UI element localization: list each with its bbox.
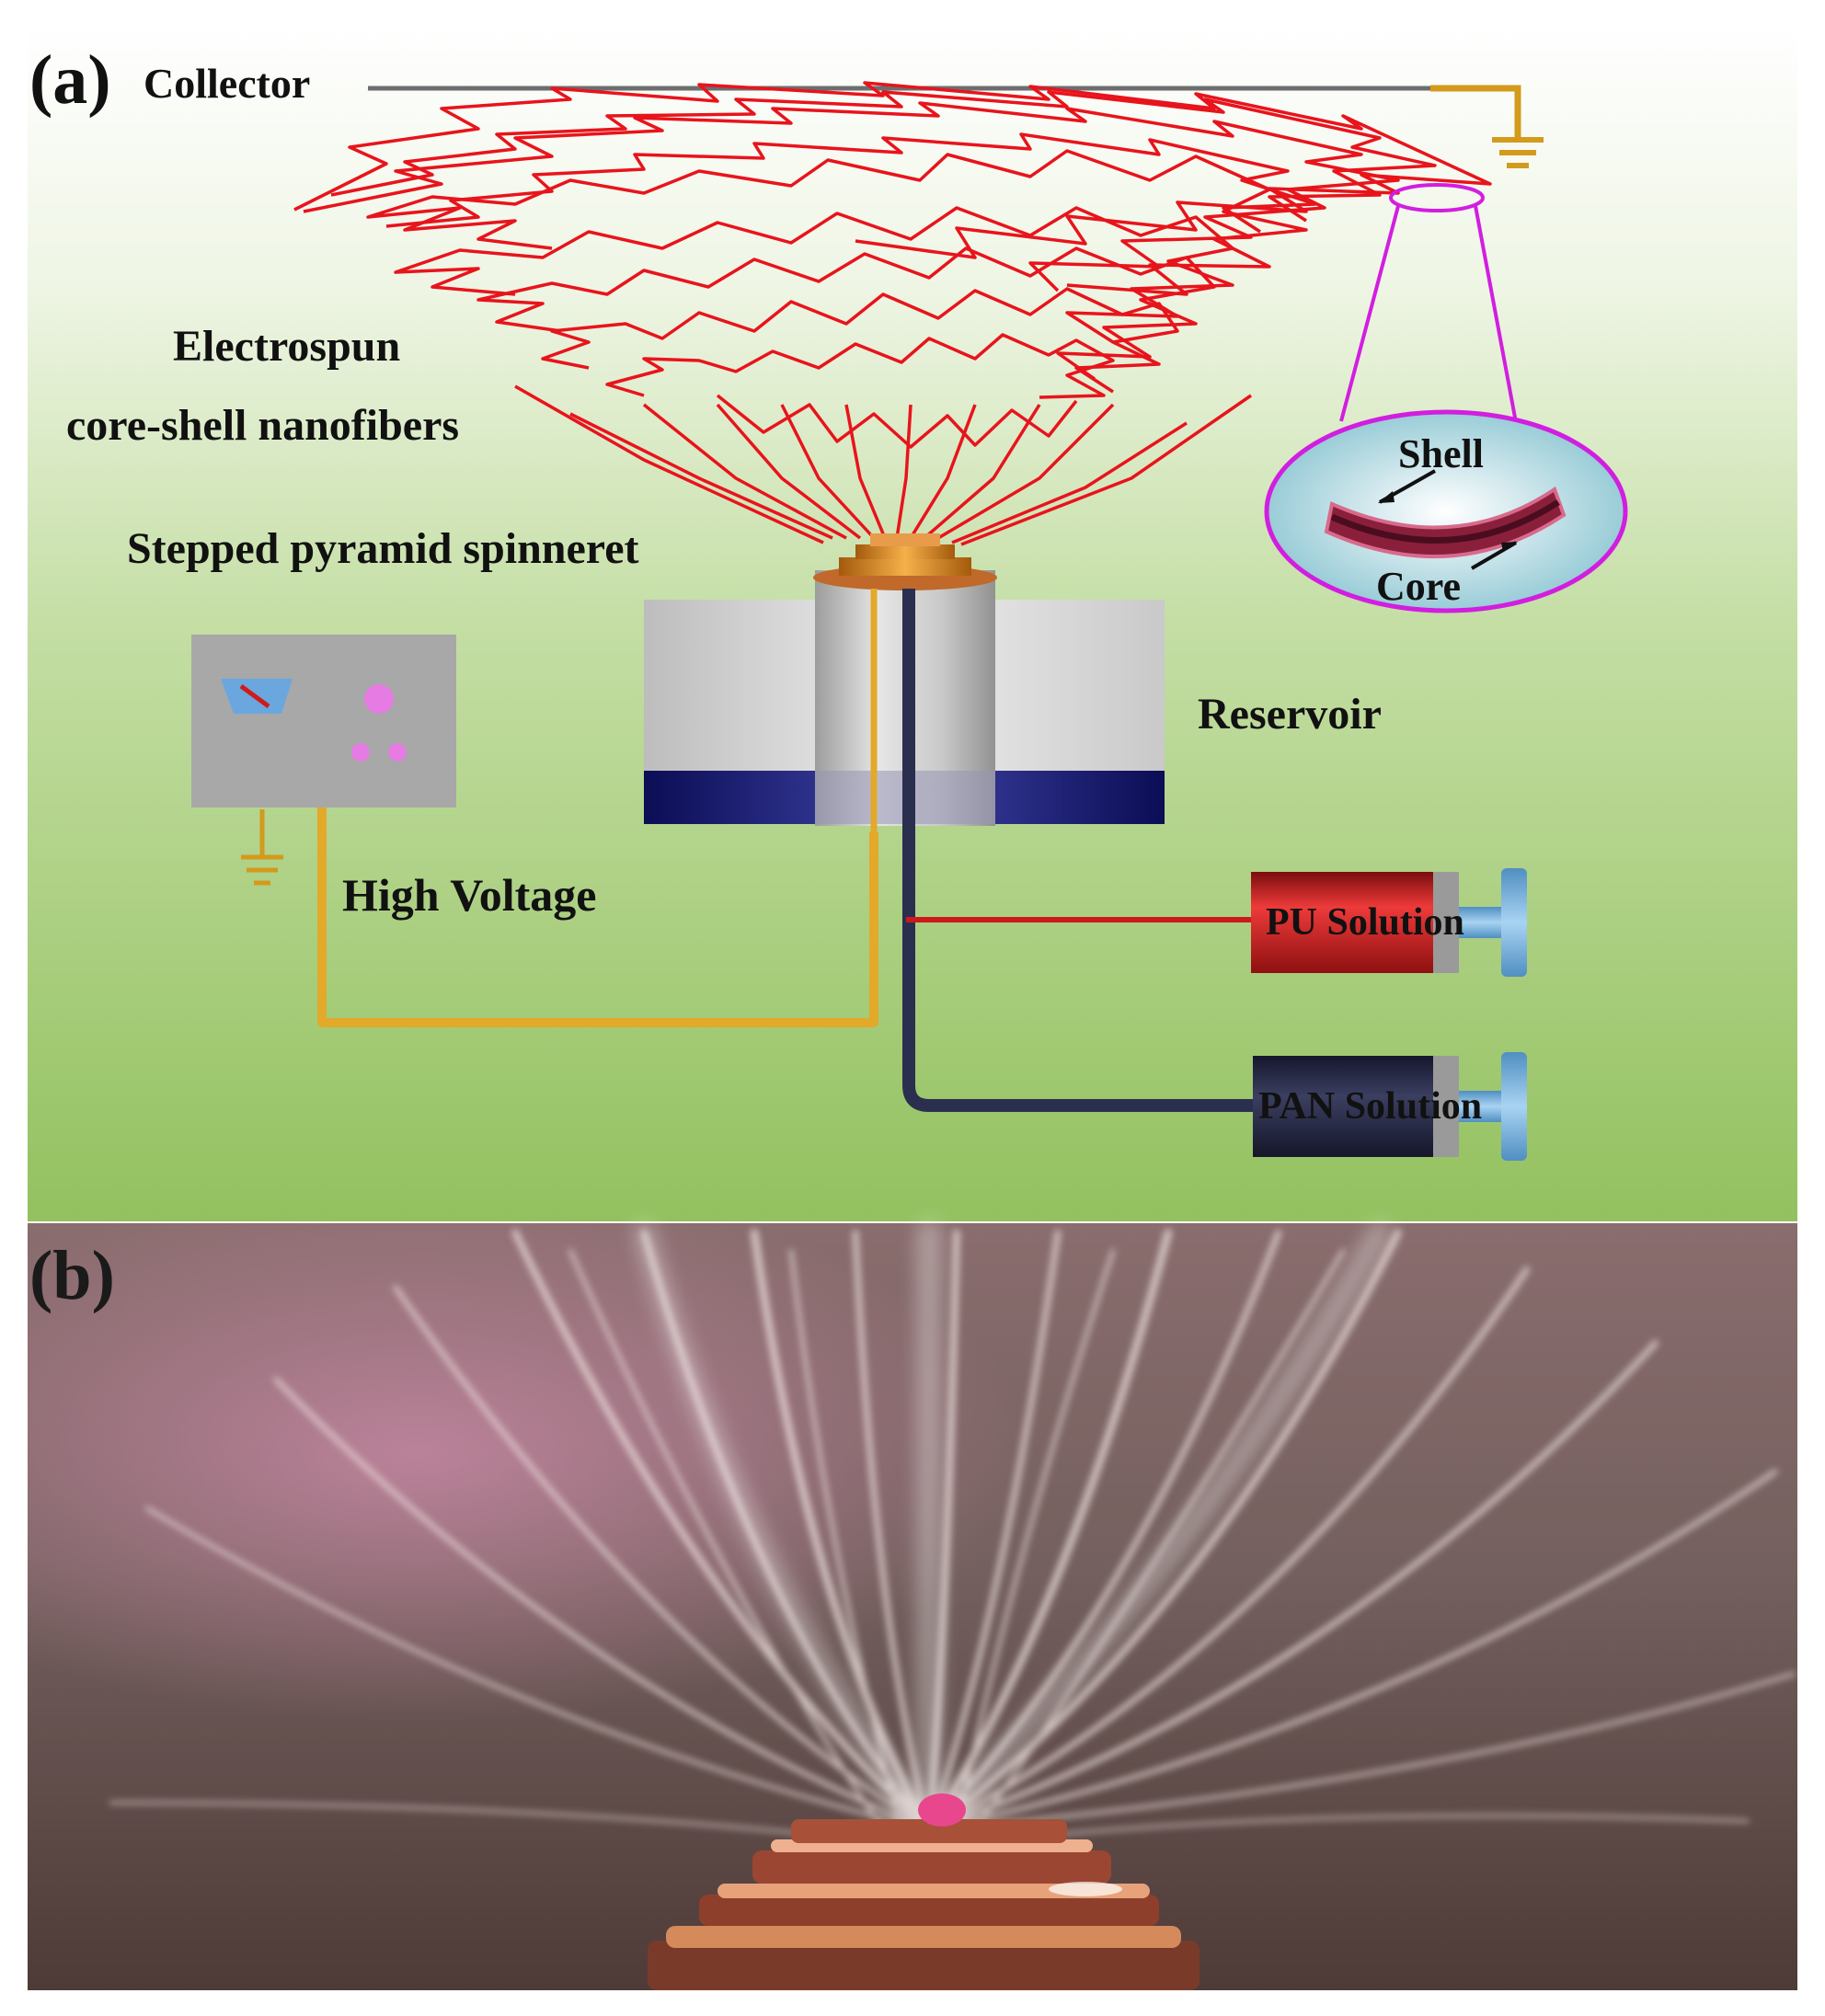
core-label: Core — [1376, 564, 1461, 609]
stepped-pyramid-spinneret — [813, 533, 997, 590]
electrospun-label-line1: Electrospun — [173, 322, 400, 371]
ground-symbol-icon — [1492, 137, 1544, 168]
high-voltage-label: High Voltage — [342, 869, 596, 921]
power-knob-icon — [351, 684, 407, 762]
pu-syringe — [1251, 868, 1527, 977]
core-shell-zoom-callout: Shell Core — [1264, 183, 1628, 613]
panel-b-label: (b) — [29, 1237, 115, 1314]
reservoir-label: Reservoir — [1198, 690, 1382, 739]
pan-syringe — [1253, 1052, 1527, 1161]
spinneret-label: Stepped pyramid spinneret — [127, 524, 639, 573]
panel-a-label: (a) — [29, 41, 111, 119]
supply-ground-icon — [241, 809, 283, 886]
high-voltage-supply — [191, 635, 456, 808]
pan-feed-line — [902, 1084, 1253, 1112]
spinneret-photo — [648, 1793, 1199, 1990]
panel-a: Shell Core — [28, 26, 1797, 1221]
pan-solution-label: PAN Solution — [1258, 1085, 1482, 1128]
panel-b: (b) — [28, 1220, 1797, 1990]
shell-fiber-segment — [1324, 486, 1567, 558]
electrospun-label-line2: core-shell nanofibers — [66, 401, 459, 450]
collector-label: Collector — [143, 60, 310, 107]
core-fiber-segment — [1330, 499, 1560, 544]
zoom-ellipse — [1264, 409, 1628, 613]
voltmeter-needle-icon — [221, 679, 293, 714]
pu-solution-label: PU Solution — [1266, 901, 1464, 944]
collector-plate — [368, 85, 1521, 138]
high-voltage-wire — [317, 808, 878, 1027]
shell-label: Shell — [1398, 431, 1484, 476]
electrospun-fibers — [293, 81, 1492, 546]
